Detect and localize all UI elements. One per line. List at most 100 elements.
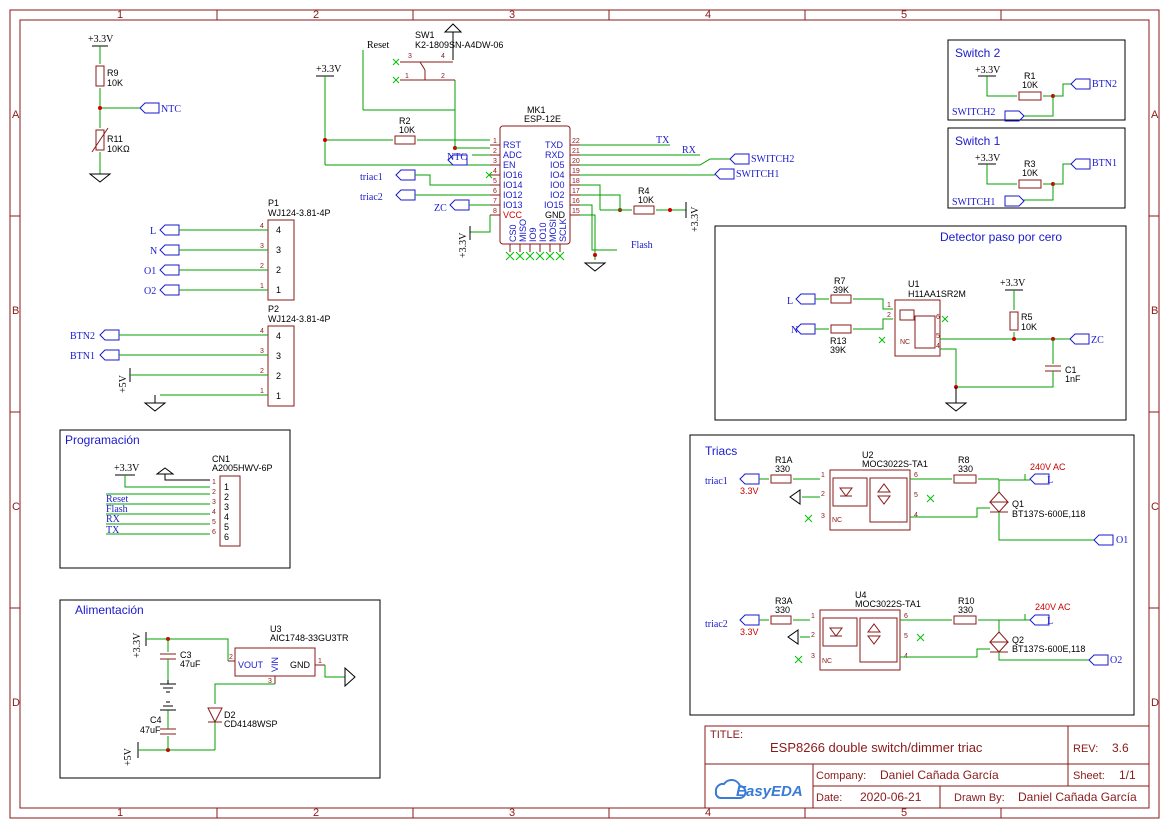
triac2-u-pin-2: 2	[811, 632, 815, 639]
mcu-pin-17: 17	[572, 188, 580, 195]
prog-cn1-body	[219, 475, 241, 547]
zc-u1-pin-1: 1	[887, 302, 891, 309]
triac1-out-label: O1	[1116, 535, 1128, 546]
prog-pin-1: 1	[212, 479, 216, 486]
r11-value: 10KΩ	[107, 144, 130, 154]
triac-channel-2: triac2 3.3V R3A 330 U4 MOC3022S-TA1 1 2 …	[705, 590, 1122, 671]
switch2-r1	[1018, 91, 1042, 101]
p2-net-btn1: BTN1	[70, 351, 95, 362]
p2-net-btn2: BTN2	[70, 331, 95, 342]
p1-net-l: L	[150, 226, 156, 237]
triac1-optocoupler-body	[829, 469, 911, 531]
mcu-pin-io9: IO9	[528, 227, 538, 242]
ntc-ground-symbol	[88, 173, 112, 183]
zc-u1-nc: NC	[900, 339, 910, 346]
rev-value: 3.6	[1112, 741, 1129, 755]
zc-ground-symbol	[944, 387, 968, 412]
col-label-3: 3	[509, 9, 515, 21]
triac2-r10-value: 330	[958, 605, 973, 615]
row-label-a-right: A	[1151, 109, 1159, 121]
triac2-optocoupler-body	[819, 609, 901, 671]
r2-resistor	[394, 135, 416, 145]
p2-body	[267, 325, 295, 407]
mcu-flash-label: Flash	[631, 240, 653, 251]
mcu-pin-3: 3	[493, 158, 497, 165]
mcu-pin-vcc: VCC	[503, 210, 523, 220]
triac1-l-label: L	[1047, 475, 1053, 486]
triacs-section: Triacs triac1 3.3V R1A 330 U2 MOC3022S-T…	[689, 434, 1135, 716]
prog-label-6: 6	[224, 532, 229, 542]
power-u3-vin: VIN	[270, 657, 280, 672]
power-u3-pin-2: 2	[229, 654, 233, 661]
power-u3-part: AIC1748-33GU3TR	[270, 633, 349, 643]
p1-net-o2: O2	[144, 286, 156, 297]
triac1-r8-ref: R8	[958, 455, 970, 465]
mcu-pin-io12: IO12	[503, 190, 523, 200]
esp12e-module: +3.3V R2 10K MK1 ESP-12E 1 2 3 4 5 6 7 8…	[316, 64, 794, 272]
mcu-tx-label: TX	[656, 135, 670, 146]
r4-value: 10K	[638, 195, 654, 205]
mcu-pin-4: 4	[493, 168, 497, 175]
triac1-ground-symbol	[789, 489, 801, 505]
col-label-1-bottom: 1	[117, 807, 123, 819]
mcu-triac1-label: triac1	[360, 172, 383, 183]
mcu-triac1-flag	[395, 169, 416, 181]
mcu-pin-21: 21	[572, 148, 580, 155]
date-label: Date:	[816, 792, 842, 804]
mcu-pin-22: 22	[572, 138, 580, 145]
mcu-pin-rxd: RXD	[545, 150, 565, 160]
triac1-u-pin-4: 4	[914, 512, 918, 519]
mcu-pin-io16: IO16	[503, 170, 523, 180]
prog-net-flash: Flash	[106, 504, 128, 515]
prog-pin-4: 4	[212, 509, 216, 516]
p2-label-4: 4	[276, 331, 281, 341]
mcu-pin-io5: IO5	[550, 160, 565, 170]
mcu-pin-miso: MISO	[518, 219, 528, 242]
triac-channel-1: triac1 3.3V R1A 330 U2 MOC3022S-TA1 1 2 …	[705, 450, 1128, 546]
mcu-pin-8: 8	[493, 208, 497, 215]
switch2-net-flag	[1004, 110, 1025, 122]
switch2-r-ref: R1	[1024, 71, 1036, 81]
prog-label-2: 2	[224, 492, 229, 502]
mcu-vcc-supply: +3.3V	[458, 232, 469, 258]
mcu-triac2-flag	[395, 189, 416, 201]
triacs-title: Triacs	[705, 444, 737, 458]
power-c3-ground	[160, 683, 176, 693]
company-value: Daniel Cañada García	[880, 768, 999, 782]
col-label-4-bottom: 4	[705, 807, 711, 819]
zc-u1-part: H11AA1SR2M	[908, 289, 966, 299]
zc-c1-ref: C1	[1065, 365, 1077, 375]
mcu-switch2-label: SWITCH2	[751, 154, 794, 165]
triac2-r10	[953, 615, 977, 625]
zc-u1-pin-5: 5	[936, 333, 940, 340]
zc-r13	[830, 324, 852, 334]
sw1-pin-4: 4	[441, 53, 445, 60]
r2-value: 10K	[399, 125, 415, 135]
zc-net-n: N	[791, 325, 798, 336]
mcu-pin-io13: IO13	[503, 200, 523, 210]
col-label-3-bottom: 3	[509, 807, 515, 819]
power-c3-ref: C3	[180, 650, 192, 660]
prog-net-rx: RX	[106, 514, 121, 525]
power-title: Alimentación	[75, 603, 144, 617]
programming-section: Programación +3.3V CN1 A2005HWV-6P Reset…	[59, 429, 291, 569]
triac1-u-ref: U2	[862, 450, 874, 460]
zc-net-flag	[1069, 333, 1090, 345]
r4-ref: R4	[638, 186, 650, 196]
zc-c1-value: 1nF	[1065, 374, 1081, 384]
triac2-u-pin-1: 1	[811, 613, 815, 620]
mcu-pin-15: 15	[572, 208, 580, 215]
mcu-pin-io4: IO4	[550, 170, 565, 180]
triac1-r8-value: 330	[958, 464, 973, 474]
title-value: ESP8266 double switch/dimmer triac	[770, 740, 983, 755]
prog-net-reset: Reset	[106, 494, 128, 505]
triac2-u-part: MOC3022S-TA1	[855, 599, 921, 609]
prog-ref: CN1	[212, 454, 230, 464]
mcu-pin-1: 1	[493, 138, 497, 145]
switch2-btn-label: BTN2	[1092, 79, 1117, 90]
mcu-pin-io15: IO15	[544, 200, 564, 210]
switch1-r-ref: R3	[1024, 159, 1036, 169]
triac1-ac-label: 240V AC	[1030, 462, 1066, 472]
mcu-pin-6: 6	[493, 188, 497, 195]
switch1-r-value: 10K	[1022, 168, 1038, 178]
